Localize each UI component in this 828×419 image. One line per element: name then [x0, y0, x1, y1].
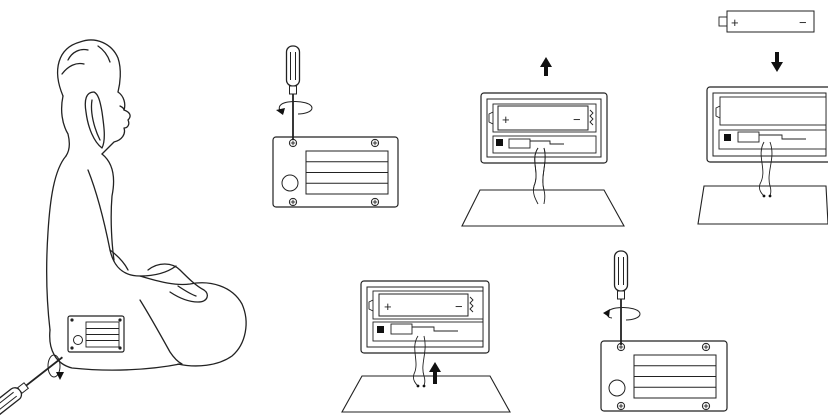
screwdriver-icon — [0, 352, 66, 419]
statue-battery-cover — [68, 316, 124, 352]
battery-plus-label: + — [731, 15, 739, 30]
screw-icon — [371, 139, 378, 146]
battery-minus-label: − — [455, 299, 463, 314]
battery-plus-label: + — [384, 299, 392, 314]
screw-icon — [371, 198, 378, 205]
screw-icon — [289, 139, 296, 146]
battery-icon: + − — [719, 11, 814, 32]
screw-icon — [702, 402, 709, 409]
screw-icon — [289, 198, 296, 205]
up-arrow-icon — [540, 57, 552, 76]
screwdriver-icon — [615, 251, 628, 345]
screw-icon — [617, 402, 624, 409]
step-open-cover — [273, 46, 398, 207]
screwdriver-icon — [287, 46, 300, 140]
battery-plus-label: + — [502, 112, 510, 127]
step-close-compartment: + − — [342, 281, 510, 412]
step-remove-battery: + − — [462, 57, 624, 226]
battery-minus-label: − — [799, 15, 807, 30]
step-insert-battery: + − — [698, 11, 828, 224]
down-arrow-icon — [771, 52, 783, 72]
battery-minus-label: − — [573, 112, 581, 127]
step-close-cover — [601, 251, 727, 411]
screw-icon — [702, 343, 709, 350]
rotate-arrow-icon — [276, 101, 312, 115]
